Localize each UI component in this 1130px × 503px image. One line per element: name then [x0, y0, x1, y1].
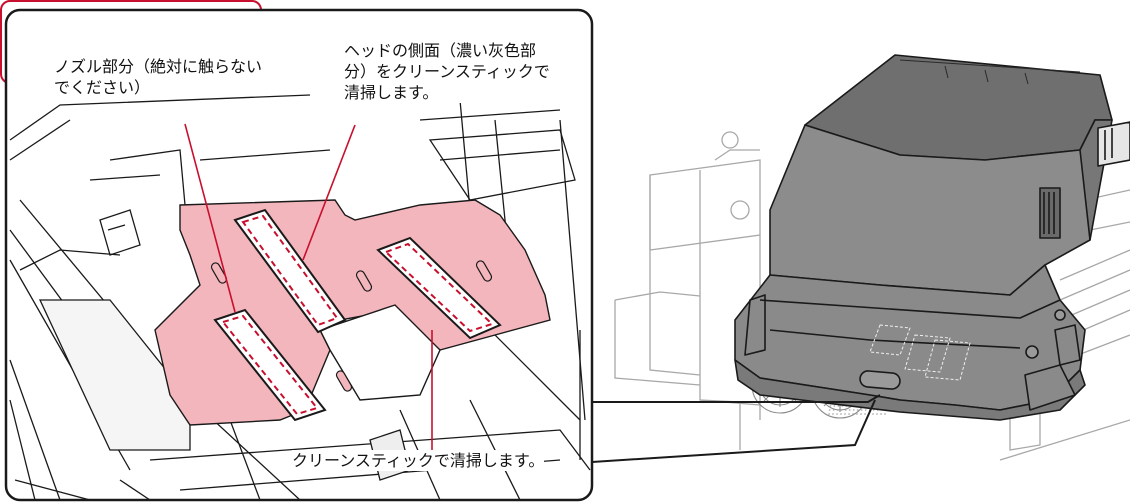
nozzle-callout-line1: ノズル部分（絶対に触らない: [54, 57, 263, 76]
leader-head-side: [302, 124, 356, 261]
zoom-connector-lines: [591, 394, 881, 463]
base-plate: [9, 94, 591, 500]
carriage-side-vent: [1039, 187, 1061, 239]
head-side-callout-line3: 清掃します。: [344, 83, 439, 102]
head-center-cutout: [319, 304, 441, 401]
head-unit-lower: [734, 359, 1086, 421]
clean-stick-callout-text: クリーンスティックで清掃します。: [292, 450, 545, 471]
nozzle-plates: [213, 208, 502, 422]
head-side-callout-line1: ヘッドの側面（濃い灰色部: [344, 41, 537, 60]
head-side-callout-line2: 分）をクリーンスティックで: [344, 62, 550, 81]
zoom-frame: [4, 8, 594, 502]
nozzle-callout-line2: でください）: [54, 78, 151, 97]
head-lever: [859, 370, 901, 390]
leader-lines: [184, 123, 433, 462]
carriage-lid-front: [769, 119, 1096, 296]
hidden-nozzle-outlines: [869, 324, 971, 381]
nozzle-plate-2: [376, 236, 502, 340]
leader-nozzle-1: [184, 123, 236, 313]
nozzle-plate-1: [233, 208, 347, 334]
nozzle-plate-3: [213, 308, 327, 422]
zoom-detail: [6, 10, 592, 500]
nozzle-callout-text: ノズル部分（絶対に触らない でください）: [54, 56, 262, 98]
head-side-callout-text: ヘッドの側面（濃い灰色部 分）をクリーンスティックで 清掃します。: [344, 40, 550, 103]
head-unit: [734, 264, 1086, 421]
head-carriage: [769, 54, 1130, 296]
machine-overview: [614, 54, 1130, 461]
carriage-rail: [1097, 121, 1130, 167]
